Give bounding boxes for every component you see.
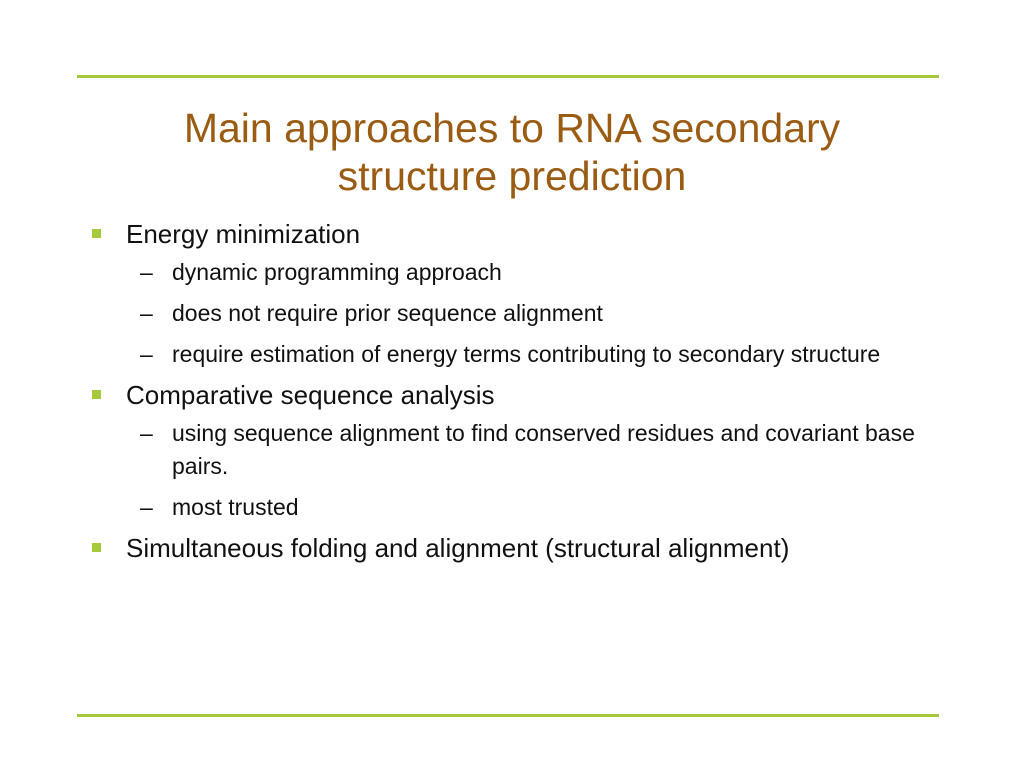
sub-bullet-text: does not require prior sequence alignmen…: [172, 300, 603, 326]
sub-bullet-list: – dynamic programming approach – does no…: [126, 256, 950, 371]
bullet-text: Comparative sequence analysis: [126, 380, 495, 410]
title-line-1: Main approaches to RNA secondary: [183, 105, 841, 151]
sub-bullet-text: require estimation of energy terms contr…: [172, 341, 881, 367]
title-line-2: structure prediction: [337, 153, 687, 199]
dash-bullet-icon: –: [140, 259, 153, 285]
dash-bullet-icon: –: [140, 494, 153, 520]
sub-bullet-item: – most trusted: [126, 491, 950, 524]
square-bullet-icon: [92, 229, 101, 238]
sub-bullet-text: dynamic programming approach: [172, 259, 502, 285]
bullet-text: Energy minimization: [126, 219, 361, 249]
sub-bullet-item: – does not require prior sequence alignm…: [126, 297, 950, 330]
sub-bullet-item: – using sequence alignment to find conse…: [126, 417, 950, 483]
square-bullet-icon: [92, 543, 101, 552]
sub-bullet-text: using sequence alignment to find conserv…: [172, 420, 915, 479]
bullet-list: Energy minimization – dynamic programmin…: [90, 218, 950, 564]
sub-bullet-item: – require estimation of energy terms con…: [126, 338, 950, 371]
square-bullet-icon: [92, 390, 101, 399]
dash-bullet-icon: –: [140, 341, 153, 367]
sub-bullet-list: – using sequence alignment to find conse…: [126, 417, 950, 524]
slide-title: Main approaches to RNA secondary structu…: [100, 104, 924, 200]
bullet-item: Energy minimization – dynamic programmin…: [90, 218, 950, 371]
bullet-item: Simultaneous folding and alignment (stru…: [90, 532, 950, 564]
bottom-divider: [77, 714, 939, 717]
dash-bullet-icon: –: [140, 420, 153, 446]
bullet-text: Simultaneous folding and alignment (stru…: [126, 533, 790, 563]
dash-bullet-icon: –: [140, 300, 153, 326]
sub-bullet-item: – dynamic programming approach: [126, 256, 950, 289]
top-divider: [77, 75, 939, 78]
bullet-item: Comparative sequence analysis – using se…: [90, 379, 950, 524]
sub-bullet-text: most trusted: [172, 494, 299, 520]
